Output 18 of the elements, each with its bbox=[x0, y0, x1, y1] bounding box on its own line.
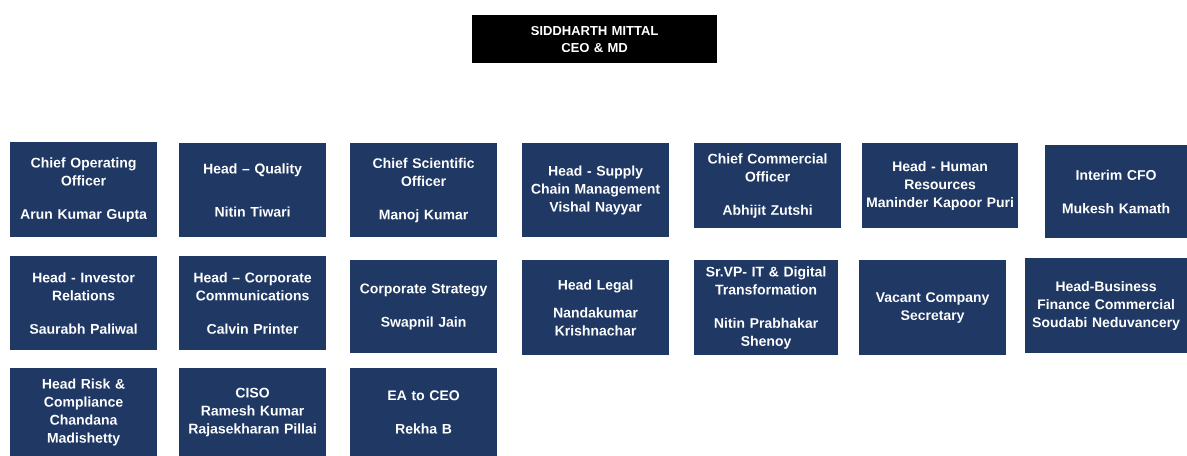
org-box: Head - Supply Chain Management Vishal Nayyar bbox=[522, 143, 669, 237]
org-box: CISO Ramesh Kumar Rajasekharan Pillai bbox=[179, 368, 326, 456]
org-box: Head Legal Nandakumar Krishnachar bbox=[522, 260, 669, 355]
org-box: Head - Investor Relations Saurabh Paliwal bbox=[10, 256, 157, 350]
org-box: Head – Quality Nitin Tiwari bbox=[179, 143, 326, 237]
org-box: Corporate Strategy Swapnil Jain bbox=[350, 260, 497, 353]
org-box: Chief Scientific Officer Manoj Kumar bbox=[350, 143, 497, 237]
org-box: Sr.VP- IT & Digital Transformation Nitin Prabhakar Shenoy bbox=[694, 260, 838, 355]
org-box: Head-Business Finance Commercial Soudabi Neduvancery bbox=[1025, 258, 1187, 353]
org-box: Chief Commercial Officer Abhijit Zutshi bbox=[694, 143, 841, 228]
org-box: Head – Corporate Communications Calvin Printer bbox=[179, 256, 326, 350]
ceo-box: SIDDHARTH MITTAL CEO & MD bbox=[472, 15, 717, 63]
org-box: Vacant Company Secretary bbox=[859, 260, 1006, 355]
org-box: Head Risk & Compliance Chandana Madishetty bbox=[10, 368, 157, 456]
org-box: EA to CEO Rekha B bbox=[350, 368, 497, 456]
org-box: Interim CFO Mukesh Kamath bbox=[1045, 145, 1187, 238]
org-box: Head - Human Resources Maninder Kapoor Puri bbox=[862, 143, 1018, 228]
org-box: Chief Operating Officer Arun Kumar Gupta bbox=[10, 142, 157, 237]
